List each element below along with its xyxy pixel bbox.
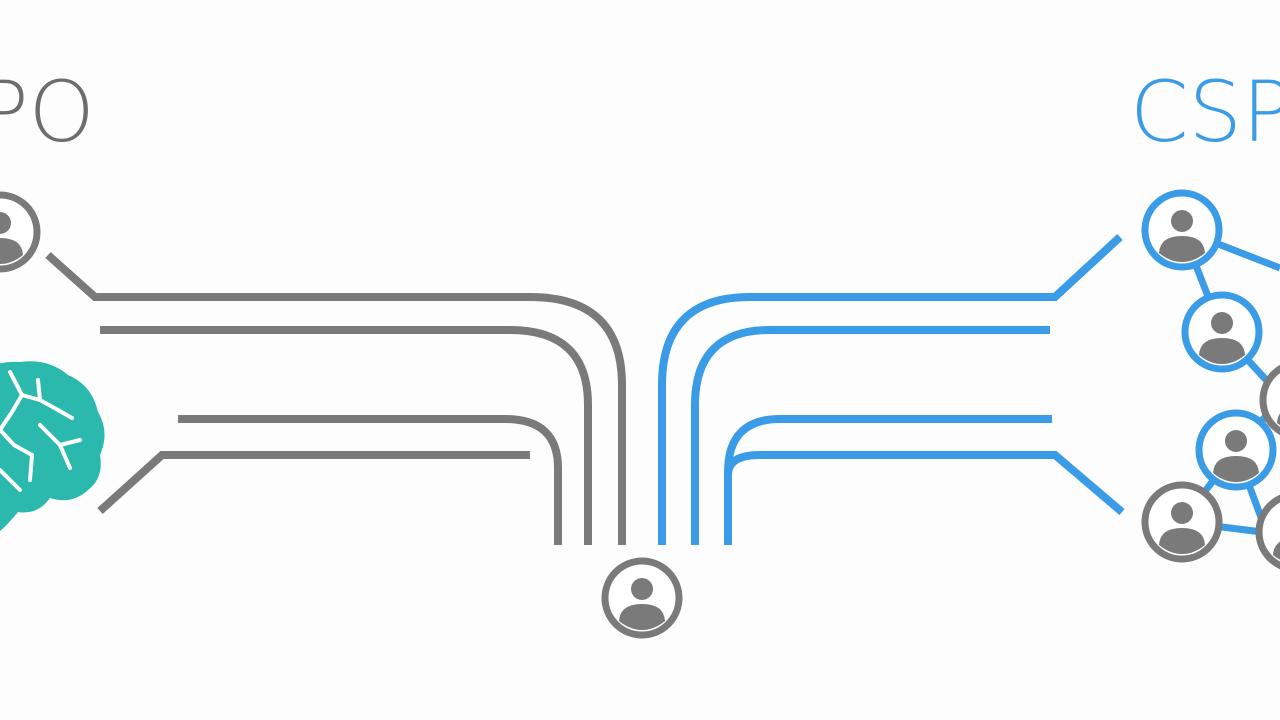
network-user-5 (1145, 485, 1219, 559)
left-user-icon (0, 195, 37, 269)
right-line-3 (724, 415, 1052, 545)
brain-icon (0, 361, 105, 532)
right-line-4 (724, 451, 1125, 516)
left-label: PO (0, 63, 95, 161)
left-line-3 (178, 415, 562, 545)
center-user-icon (605, 561, 679, 635)
network-user-6 (1259, 495, 1280, 569)
right-line-2 (691, 326, 1050, 545)
right-label: CSP (1130, 63, 1280, 161)
left-line-1 (45, 252, 626, 545)
left-line-2 (100, 326, 592, 545)
network-of-users-icon (1145, 193, 1280, 569)
network-user-2 (1185, 295, 1259, 369)
left-connector-lines (45, 252, 626, 545)
right-connector-lines (658, 234, 1125, 545)
right-line-1 (658, 234, 1123, 545)
left-line-4 (97, 451, 530, 514)
network-user-1 (1145, 193, 1219, 267)
network-user-4 (1199, 413, 1273, 487)
